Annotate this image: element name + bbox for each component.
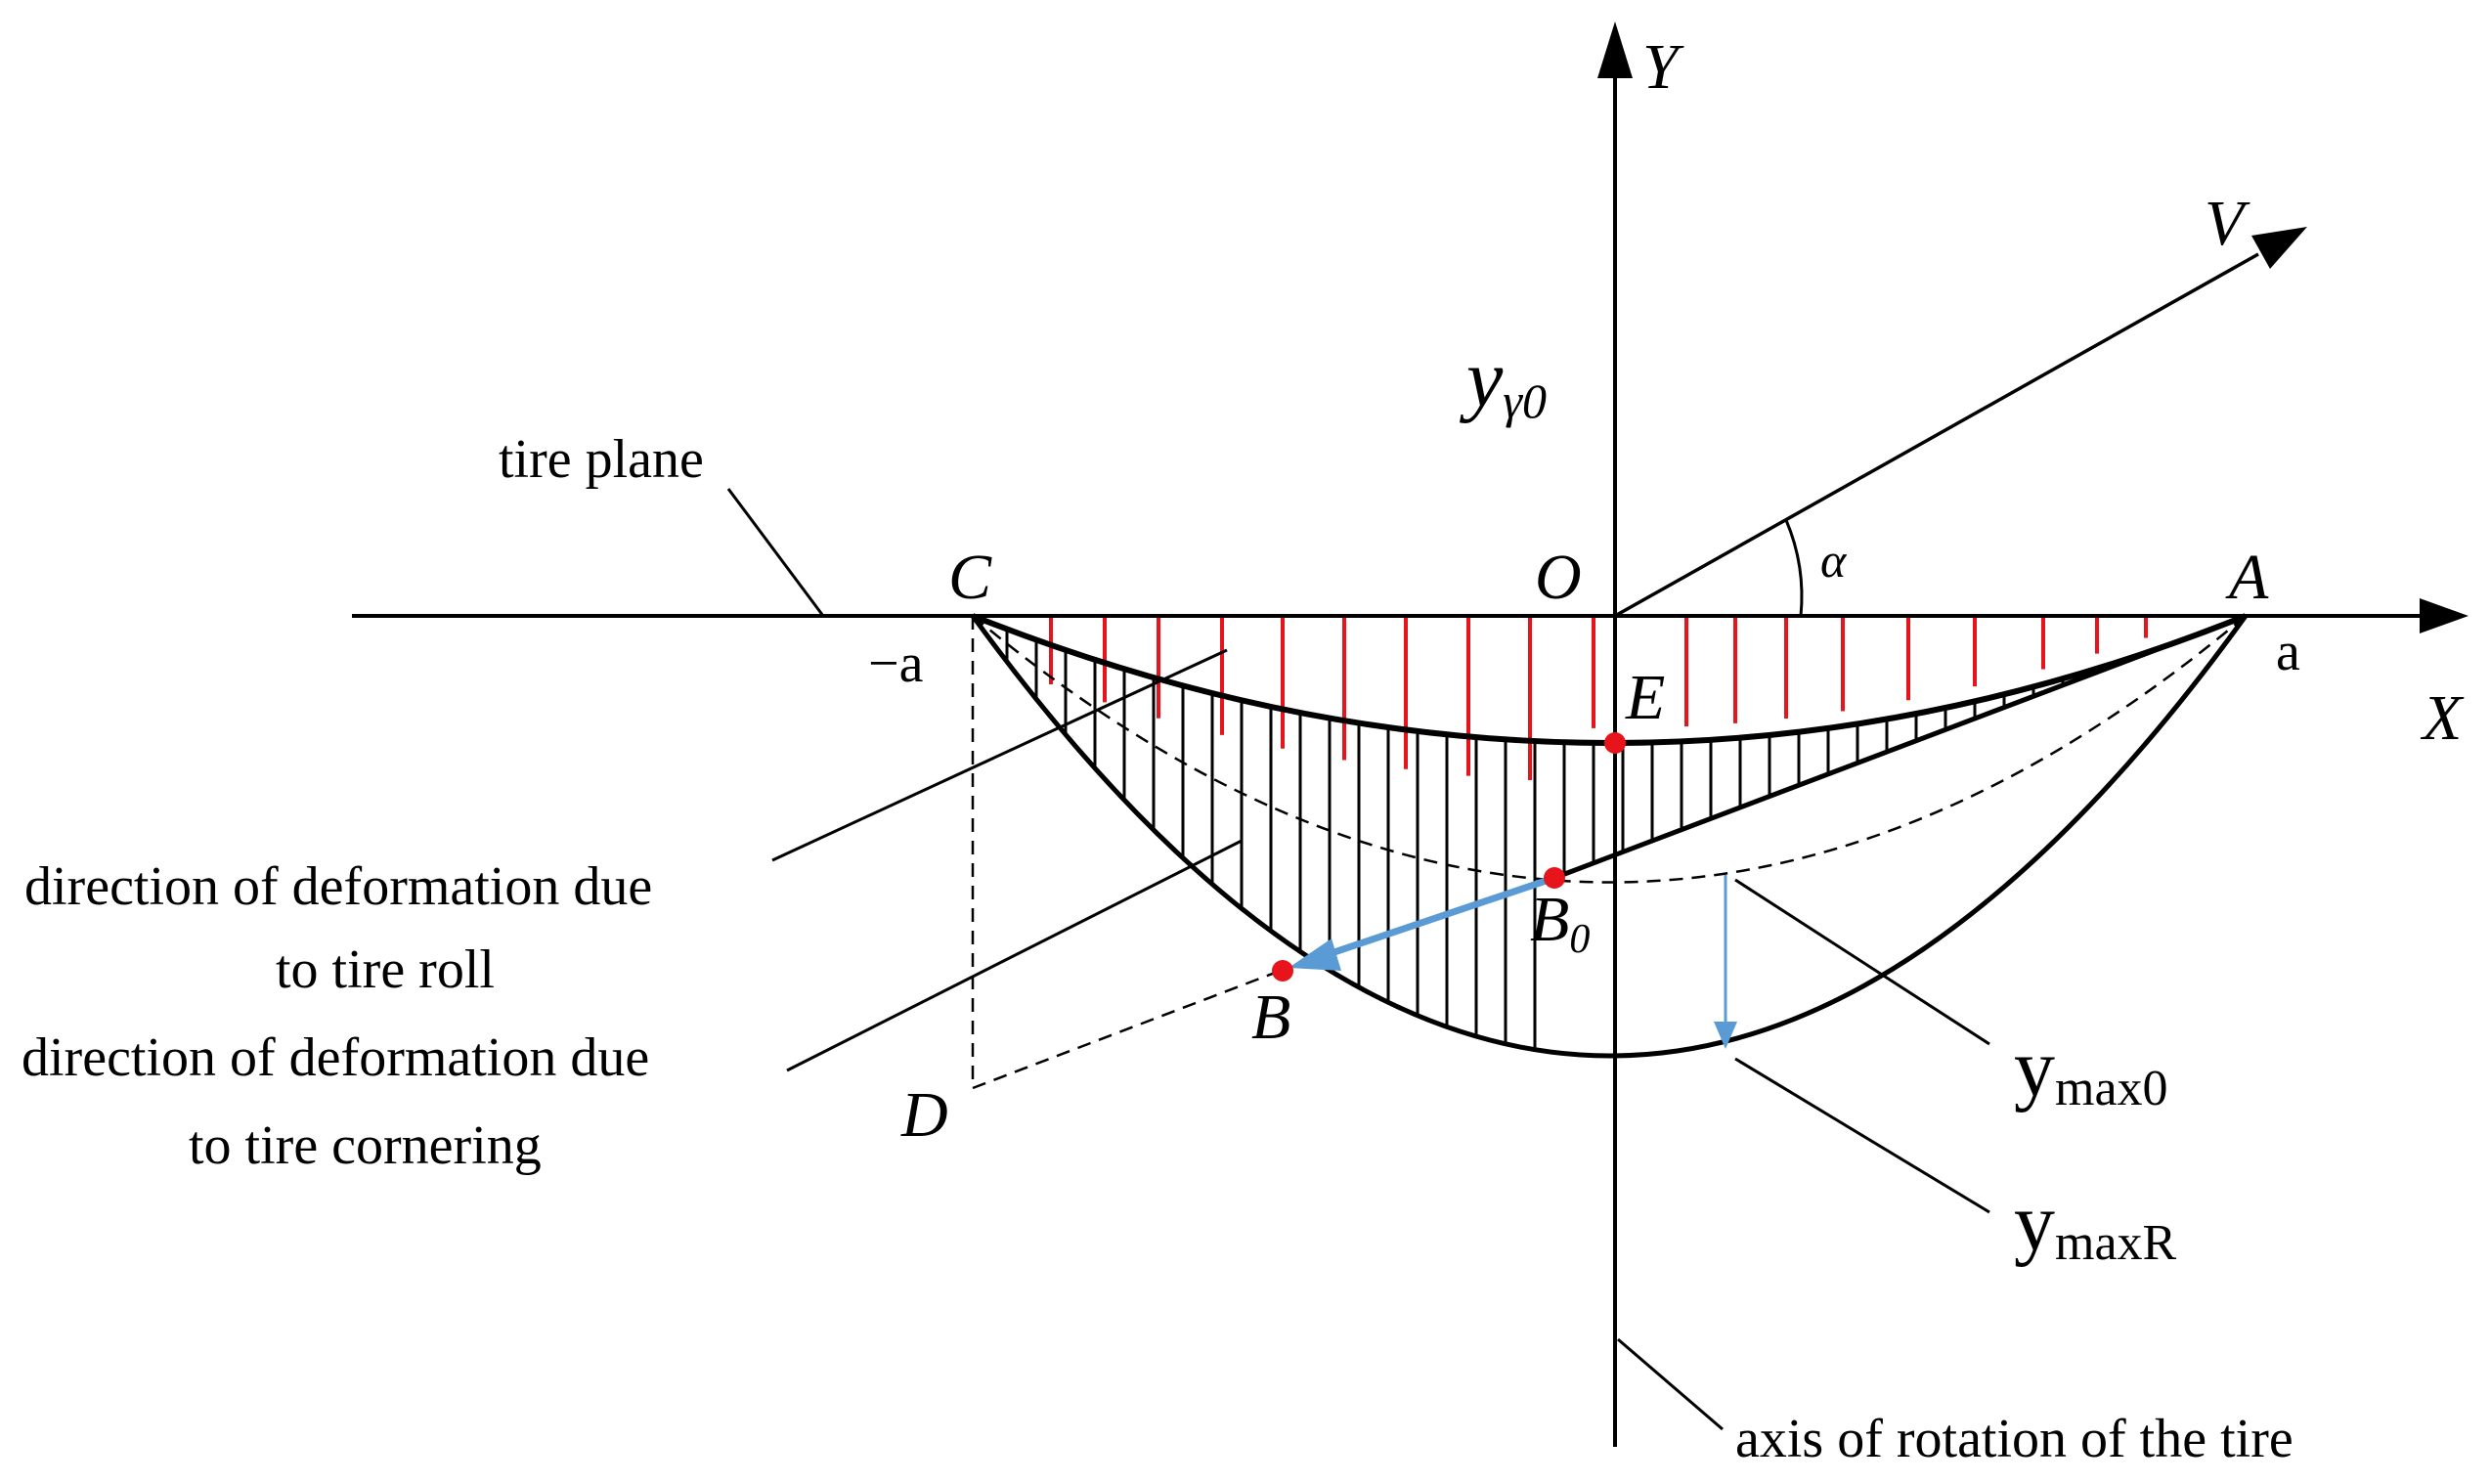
pos-a-label: a: [2276, 622, 2300, 682]
x-axis-arrowhead: [2420, 598, 2468, 633]
origin-label: O: [1535, 542, 1582, 613]
neg-a-label: −a: [868, 633, 924, 694]
point-b0-main: B: [1530, 884, 1569, 955]
y-gamma0-sub: γ0: [1503, 373, 1547, 428]
ymaxR-label: ymaxR: [2014, 1177, 2177, 1271]
b0-to-a-line: [1553, 613, 2247, 881]
point-b-label: B: [1251, 982, 1290, 1053]
point-d-label: D: [900, 1079, 948, 1151]
y-gamma0-label: yγ0: [1459, 333, 1547, 428]
point-e: [1604, 732, 1626, 754]
point-a-label: A: [2225, 542, 2269, 613]
ymaxR-main: y: [2014, 1177, 2055, 1268]
y-axis-arrowhead: [1597, 22, 1633, 78]
x-axis-label: X: [2420, 682, 2465, 754]
b0-to-b-arrowhead: [1289, 938, 1341, 971]
y-axis-label: Y: [1642, 31, 1684, 103]
b0-to-b-arrow: [1318, 874, 1556, 961]
rotation-axis-label: axis of rotation of the tire: [1735, 1409, 2293, 1469]
roll-deformation-hatch: [1049, 616, 2148, 780]
roll-direction-line1: direction of deformation due: [24, 856, 652, 917]
roll-leader: [771, 648, 1228, 862]
v-label: V: [2205, 188, 2250, 259]
point-b0-label: B0: [1530, 884, 1590, 962]
cornering-leader: [786, 839, 1243, 1072]
rotation-axis-leader: [1617, 1337, 1724, 1431]
ymax0-main: y: [2014, 1023, 2055, 1113]
point-c-label: C: [948, 542, 992, 613]
cornering-direction-line2: to tire cornering: [189, 1115, 542, 1176]
d-to-b-dashed: [972, 968, 1284, 1090]
v-direction-arrowhead: [2251, 227, 2307, 269]
point-b: [1272, 960, 1293, 982]
angle-label: α: [1820, 533, 1848, 588]
dashed-deformation-curve: [972, 615, 2247, 884]
v-direction-line: [1614, 252, 2259, 618]
cornering-direction-line1: direction of deformation due: [22, 1027, 649, 1088]
ymax0-label: ymax0: [2014, 1023, 2168, 1116]
point-e-label: E: [1625, 662, 1665, 733]
tire-plane-leader: [726, 488, 825, 617]
angle-arc: [1784, 519, 1804, 617]
ymax-arrowhead: [1714, 1022, 1737, 1049]
y-gamma0-main: y: [1459, 333, 1504, 424]
ymax0-leader: [1734, 878, 1990, 1046]
cornering-deformation-curve: [970, 614, 2249, 1059]
point-b0-sub: 0: [1569, 917, 1590, 962]
roll-direction-line2: to tire roll: [276, 939, 495, 1000]
ymaxR-leader: [1734, 1057, 1990, 1214]
ymax0-sub: max0: [2055, 1061, 2168, 1116]
tire-plane-label: tire plane: [499, 429, 704, 490]
ymaxR-sub: maxR: [2055, 1215, 2177, 1271]
point-b0: [1544, 867, 1565, 889]
